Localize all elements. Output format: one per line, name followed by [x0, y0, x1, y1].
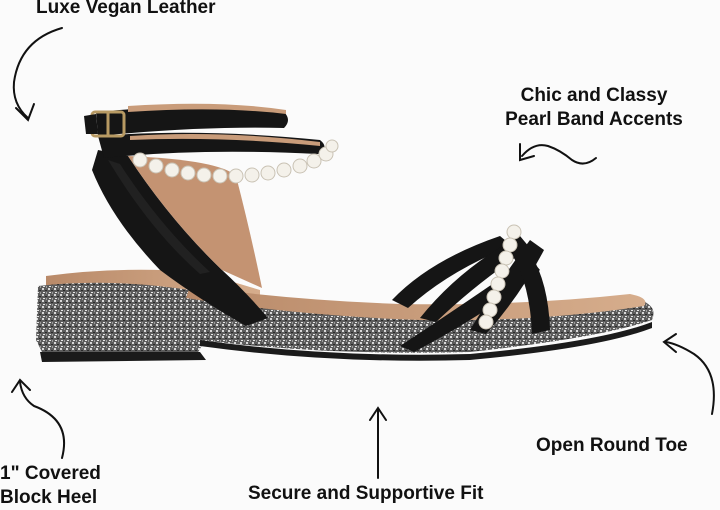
- arrow-heel-head: [11, 378, 31, 393]
- callout-heel-line1: 1" Covered: [0, 463, 101, 484]
- callout-fit: Secure and Supportive Fit: [248, 483, 484, 504]
- arrow-pearl: [521, 144, 597, 165]
- ankle-strap-top: [96, 107, 288, 136]
- arrow-fit-head: [369, 406, 387, 421]
- callout-heel-line2: Block Heel: [0, 487, 98, 508]
- arrow-heel: [19, 381, 66, 459]
- arrow-leather: [12, 27, 63, 119]
- callout-toe: Open Round Toe: [536, 435, 688, 456]
- arrow-toe-head: [662, 333, 677, 353]
- arrow-pearl-head: [519, 143, 535, 162]
- block-heel: [36, 282, 206, 356]
- callout-pearl-line2: Pearl Band Accents: [505, 109, 683, 130]
- pearl-band-toe: [478, 224, 522, 330]
- pearl-band-ankle: [132, 139, 339, 184]
- arrow-leather-head: [15, 103, 35, 122]
- callout-leather: Luxe Vegan Leather: [36, 0, 216, 18]
- arrow-toe: [665, 341, 715, 415]
- callout-pearl-line1: Chic and Classy: [520, 85, 668, 106]
